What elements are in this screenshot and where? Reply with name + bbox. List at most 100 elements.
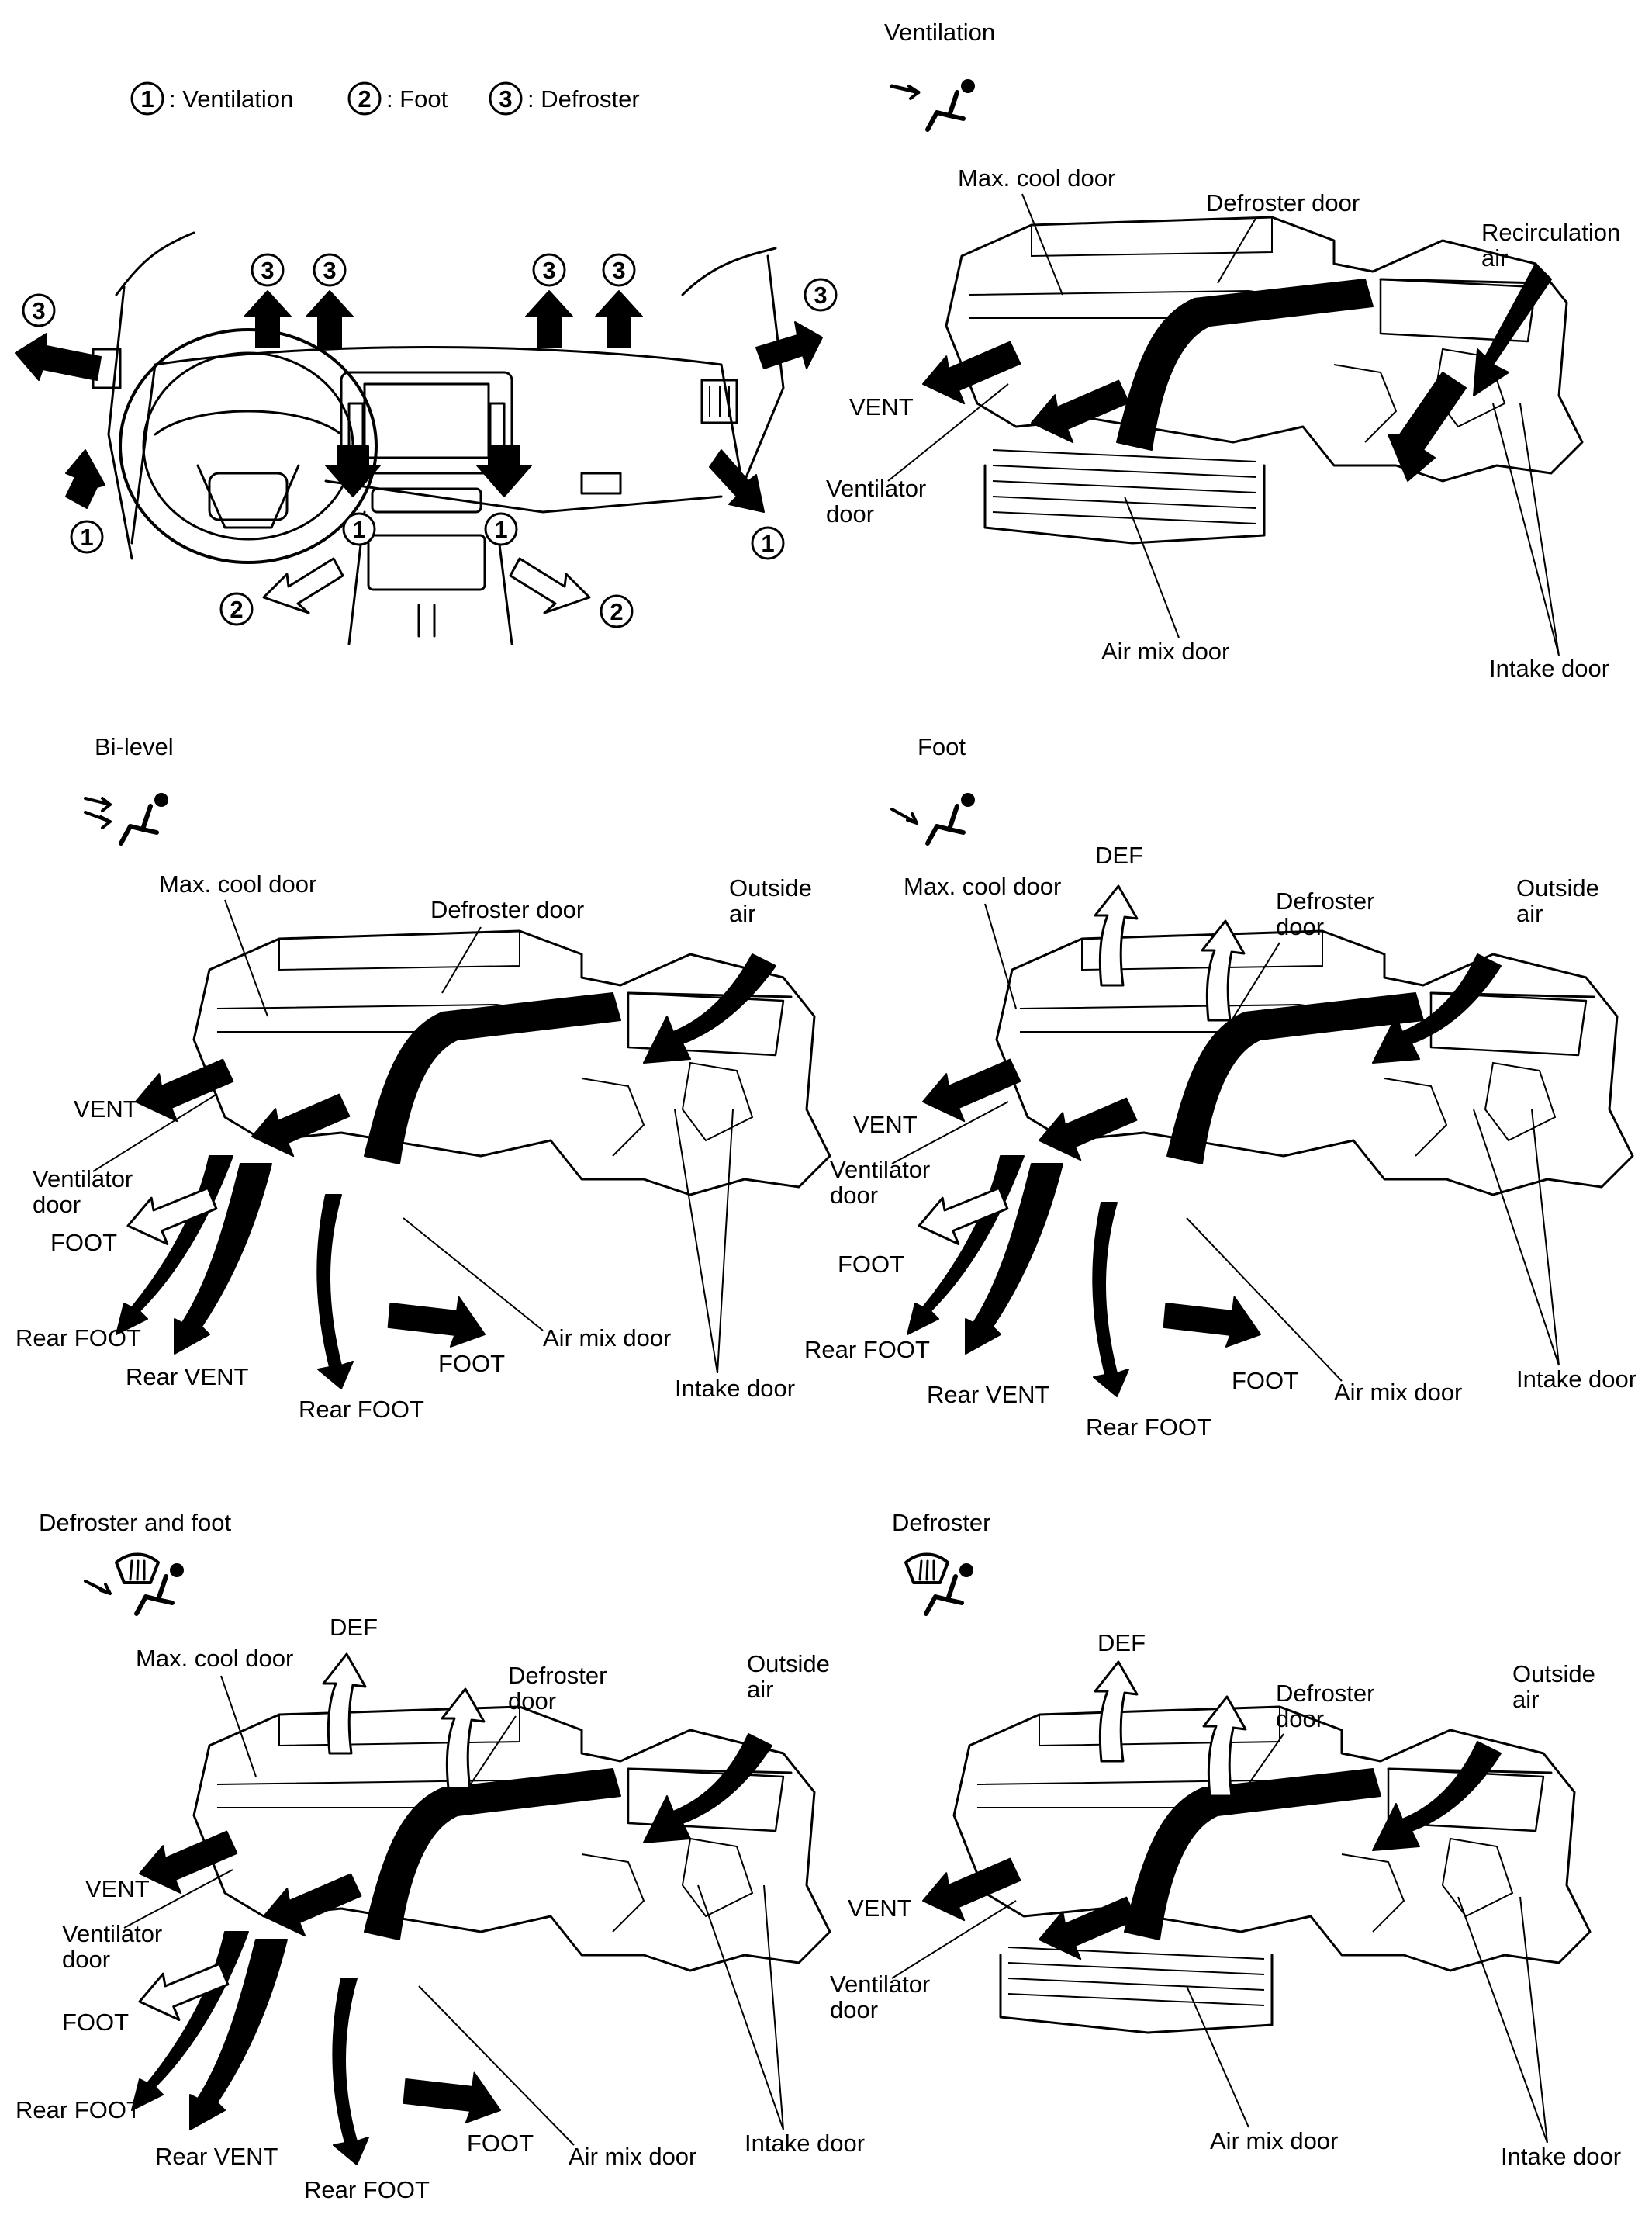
legend: 1 : Ventilation 2 : Foot 3 : Defroster	[130, 81, 640, 116]
label-ventilator-door-2: door	[62, 1946, 110, 1973]
panel-foot: Foot DEF Max. cool door Defroster door	[804, 733, 1636, 1441]
hvac-unit	[192, 1705, 831, 1972]
svg-text:2: 2	[230, 596, 243, 623]
label-outside-air-2: air	[1512, 1686, 1539, 1713]
legend-text-defroster: : Defroster	[527, 85, 640, 112]
bilevel-mode-icon	[84, 793, 168, 843]
airflow-arrow-rear-foot	[332, 1978, 369, 2165]
svg-text:1: 1	[80, 524, 93, 551]
airflow-arrow-rear-vent	[131, 1931, 288, 2130]
label-defroster-door: Defroster	[1276, 1680, 1374, 1707]
label-def: DEF	[1095, 842, 1143, 869]
label-rear-foot-left: Rear FOOT	[804, 1336, 930, 1363]
label-intake-door: Intake door	[675, 1375, 795, 1402]
label-foot-right: FOOT	[438, 1350, 505, 1377]
label-outside-air-2: air	[729, 900, 755, 927]
label-vent: VENT	[853, 1111, 918, 1138]
legend-item-foot: 2 : Foot	[347, 81, 448, 116]
label-rear-vent: Rear VENT	[155, 2143, 278, 2170]
label-air-mix-door: Air mix door	[1334, 1379, 1462, 1406]
defroster-mode-icon	[904, 1552, 973, 1614]
label-rear-foot-bottom: Rear FOOT	[304, 2176, 430, 2203]
label-max-cool-door: Max. cool door	[958, 164, 1115, 192]
label-air-mix-door: Air mix door	[1210, 2127, 1338, 2154]
airflow-arrow-foot-right	[397, 2050, 510, 2136]
label-air-mix-door: Air mix door	[543, 1324, 671, 1351]
label-ventilator-door-2: door	[33, 1191, 81, 1218]
airflow-arrow-vent-2	[247, 1092, 355, 1164]
foot-arrow-left	[262, 557, 344, 614]
airflow-arrow-vent	[918, 1857, 1026, 1928]
svg-text:3: 3	[261, 257, 274, 284]
label-max-cool-door: Max. cool door	[136, 1645, 293, 1672]
label-def: DEF	[1097, 1629, 1146, 1656]
label-ventilator-door-2: door	[826, 500, 874, 528]
foot-arrow-right	[509, 557, 591, 614]
svg-text:3: 3	[612, 257, 625, 284]
def-arrow-up-2	[306, 290, 354, 348]
label-rear-foot-left: Rear FOOT	[16, 2096, 141, 2123]
defroster-foot-mode-icon	[84, 1552, 184, 1614]
def-arrow-left	[15, 333, 102, 381]
label-defroster-door: Defroster	[508, 1662, 607, 1689]
label-outside-air-2: air	[747, 1676, 773, 1703]
foot-mode-icon	[890, 793, 975, 843]
label-intake-door: Intake door	[745, 2130, 865, 2157]
airflow-arrow-rear-foot	[1092, 1202, 1129, 1397]
label-foot: FOOT	[838, 1251, 904, 1278]
label-vent: VENT	[849, 393, 914, 420]
vent-mode-icon	[890, 79, 975, 130]
marker-defroster-2: 3	[313, 253, 347, 287]
label-defroster-door: Defroster door	[1206, 189, 1360, 216]
airflow-arrow-rear-foot	[316, 1194, 354, 1389]
airflow-arrow-foot-left	[123, 1185, 223, 1252]
label-defroster-door-2: door	[1276, 913, 1324, 940]
panel-title: Defroster	[892, 1509, 990, 1536]
label-intake-door: Intake door	[1516, 1365, 1636, 1393]
airflow-arrow-vent	[134, 1829, 243, 1901]
airflow-arrow-def	[322, 1652, 367, 1755]
hvac-unit	[192, 929, 831, 1196]
label-rear-foot-bottom: Rear FOOT	[299, 1396, 424, 1423]
airflow-arrow-foot-left	[914, 1185, 1014, 1252]
label-defroster-door: Defroster	[1276, 888, 1374, 915]
label-ventilator-door: Ventilator	[830, 1971, 930, 1998]
marker-vent-1: 1	[70, 520, 104, 554]
label-recirculation-2: air	[1481, 244, 1508, 272]
airflow-arrow-outside-air	[1372, 953, 1502, 1064]
def-arrow-up-3	[525, 290, 573, 348]
label-def: DEF	[330, 1614, 378, 1641]
label-defroster-door-2: door	[508, 1687, 556, 1715]
marker-defroster-6: 3	[804, 278, 838, 312]
svg-text:3: 3	[814, 282, 827, 309]
airflow-arrow-rear-vent	[907, 1155, 1063, 1355]
label-max-cool-door: Max. cool door	[904, 873, 1061, 900]
label-defroster-door-2: door	[1276, 1705, 1324, 1732]
label-air-mix-door: Air mix door	[569, 2143, 696, 2170]
legend-number-1: 1	[140, 85, 154, 112]
label-air-mix-door: Air mix door	[1101, 638, 1229, 665]
airflow-arrow-vent	[918, 1057, 1026, 1129]
legend-item-ventilation: 1 : Ventilation	[130, 81, 293, 116]
panel-title: Defroster and foot	[39, 1509, 232, 1536]
airflow-arrow-recirculation	[1388, 263, 1552, 482]
marker-foot-1: 2	[219, 592, 254, 626]
vent-arrow-left	[65, 449, 105, 509]
svg-text:3: 3	[323, 257, 336, 284]
svg-text:2: 2	[610, 598, 623, 625]
def-arrow-up-4	[595, 290, 643, 348]
airflow-arrow-vent-2	[1034, 1096, 1142, 1168]
marker-defroster-5: 3	[22, 293, 56, 327]
label-rear-foot-left: Rear FOOT	[16, 1324, 141, 1351]
airflow-arrow-outside-air	[643, 953, 776, 1064]
vent-arrow-right	[709, 449, 765, 513]
panel-defroster: Defroster DEF Defroster door Outside air…	[830, 1509, 1621, 2170]
svg-text:3: 3	[32, 297, 45, 324]
label-outside-air: Outside	[747, 1650, 830, 1677]
legend-text-foot: : Foot	[386, 85, 448, 112]
panel-defroster-foot: Defroster and foot DEF Max. cool door	[16, 1509, 865, 2203]
vent-arrow-center-left	[325, 445, 381, 497]
label-defroster-door: Defroster door	[430, 896, 584, 923]
dashboard-illustration: 3 3 3 3 3 3 1 1 1 1 2 2	[15, 231, 838, 645]
svg-text:1: 1	[761, 530, 774, 557]
